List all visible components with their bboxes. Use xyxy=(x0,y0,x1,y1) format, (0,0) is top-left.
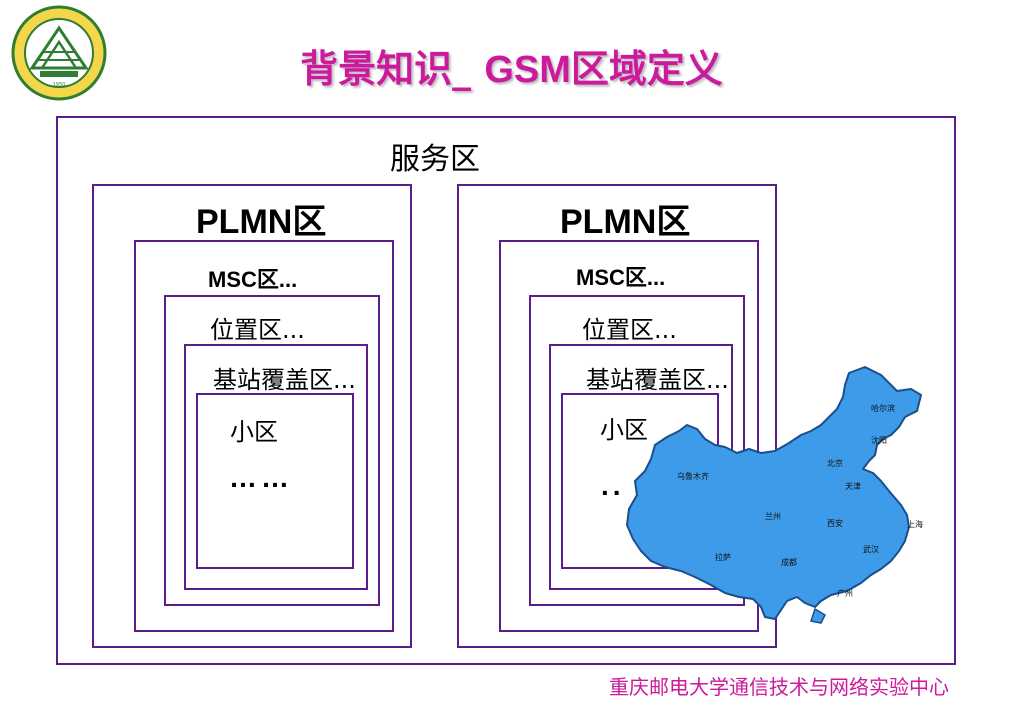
msc-label-left: MSC区... xyxy=(208,267,298,292)
location-area-label-right: 位置区... xyxy=(582,316,677,344)
city-label: 兰州 xyxy=(765,511,781,521)
bts-area-box-left xyxy=(184,344,368,590)
page-title: 背景知识_ GSM区域定义 xyxy=(300,47,723,91)
city-label: 哈尔滨 xyxy=(871,403,895,413)
location-area-label-left: 位置区... xyxy=(210,316,305,344)
plmn-box-left xyxy=(92,184,412,648)
city-label: 广州 xyxy=(837,588,853,598)
city-label: 北京 xyxy=(827,458,843,468)
cell-box-left xyxy=(196,393,354,569)
bts-area-label-right: 基站覆盖区... xyxy=(586,366,729,394)
university-logo: 1950 xyxy=(10,4,108,102)
city-label: 沈阳 xyxy=(871,435,887,445)
ellipsis-left: …… xyxy=(229,462,293,493)
location-area-box-left xyxy=(164,295,380,606)
service-area-label: 服务区 xyxy=(390,142,480,177)
city-label: 成都 xyxy=(781,557,797,567)
bts-area-label-left: 基站覆盖区... xyxy=(213,366,356,394)
msc-box-right xyxy=(499,240,759,632)
city-label: 上海 xyxy=(907,519,923,529)
china-map: 哈尔滨 沈阳 北京 天津 乌鲁木齐 兰州 西安 上海 武汉 成都 拉萨 广州 xyxy=(625,365,935,625)
plmn-label-left: PLMN区 xyxy=(196,203,327,241)
cell-label-right: 小区 xyxy=(600,416,648,444)
footer-text: 重庆邮电大学通信技术与网络实验中心 xyxy=(609,675,949,699)
city-label: 拉萨 xyxy=(715,552,731,562)
plmn-label-right: PLMN区 xyxy=(560,203,691,241)
msc-box-left xyxy=(134,240,394,632)
china-map-shape xyxy=(626,366,922,620)
msc-label-right: MSC区... xyxy=(576,265,666,290)
city-label: 天津 xyxy=(845,481,861,491)
city-label: 西安 xyxy=(827,518,843,528)
plmn-box-right xyxy=(457,184,777,648)
service-area-box xyxy=(56,116,956,665)
city-label: 武汉 xyxy=(863,544,879,554)
ellipsis-right: .. xyxy=(601,470,625,501)
svg-text:1950: 1950 xyxy=(53,82,66,88)
city-label: 乌鲁木齐 xyxy=(677,471,709,481)
cell-label-left: 小区 xyxy=(230,418,278,446)
